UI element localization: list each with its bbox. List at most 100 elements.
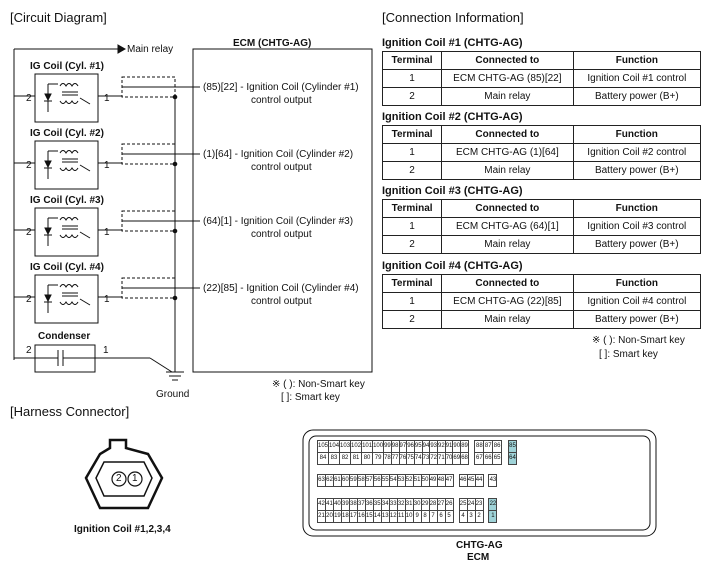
coil-pin-left: 2 [26,227,32,238]
ecm-pin: 22 [488,498,498,511]
ecm-pin: 15 [364,510,374,523]
ecm-pin: 2 [474,510,484,523]
table-cell: 2 [381,87,443,106]
ecm-pin: 101 [361,440,374,453]
ecm-pin: 37 [356,498,366,511]
ecm-pin: 19 [332,510,342,523]
table-cell: Ignition Coil #2 control [572,143,701,162]
column-header: Connected to [441,51,574,70]
coil-connector-pin-2: 2 [116,473,122,484]
ecm-pin: 46 [458,474,468,487]
ecm-connector-caption-2: ECM [467,552,490,563]
table-cell: Ignition Coil #3 control [572,217,701,236]
ecm-pin: 81 [350,452,363,465]
circuit-header: [Circuit Diagram] [10,10,107,25]
ecm-pin: 89 [460,440,469,453]
ecm-pin: 71 [437,452,446,465]
ecm-pin: 36 [364,498,374,511]
ecm-pin: 44 [474,474,484,487]
coil-pin-right: 1 [104,93,110,104]
ecm-pin: 43 [488,474,498,487]
ecm-pin: 29 [420,498,430,511]
column-header: Function [572,125,701,144]
ecm-pin: 31 [404,498,414,511]
ground-label: Ground [156,389,190,400]
column-header: Function [572,51,701,70]
ecm-pin: 78 [383,452,392,465]
ecm-pin: 88 [474,440,485,453]
ecm-pin-label: (1)[64] - Ignition Coil (Cylinder #2) [203,149,354,160]
ignition-coil-4 [14,274,200,324]
ecm-pin: 87 [483,440,494,453]
column-header: Connected to [441,274,574,293]
ecm-pin: 26 [444,498,454,511]
ecm-pin: 18 [340,510,350,523]
ecm-pin: 16 [356,510,366,523]
ecm-pin: 105 [316,440,330,453]
ecm-pin: 97 [398,440,408,453]
ecm-pin: 53 [396,474,406,487]
table-cell: 2 [381,161,443,180]
ecm-pin: 75 [406,452,415,465]
ecm-pin: 14 [372,510,382,523]
circuit-legend-nonsmart: ※ ( ): Non-Smart key [272,379,365,390]
column-header: Terminal [381,199,443,218]
ecm-pin: 76 [398,452,408,465]
ecm-pin: 90 [452,440,462,453]
ecm-pin: 55 [380,474,390,487]
ecm-pin: 28 [428,498,438,511]
ignition-coil-2 [14,140,200,190]
ecm-title: ECM (CHTG-AG) [233,38,312,49]
ecm-pin: 67 [474,452,485,465]
ignition-coil-1 [14,73,200,123]
ecm-pin: 40 [332,498,342,511]
ecm-pin: 93 [429,440,438,453]
ecm-pin: 30 [412,498,422,511]
connection-table-title: Ignition Coil #4 (CHTG-AG) [382,260,523,272]
condenser-pin-right: 1 [103,345,109,356]
table-cell: 1 [381,69,443,88]
ecm-pin: 49 [428,474,438,487]
ecm-pin: 6 [436,510,446,523]
table-cell: Main relay [441,161,574,180]
ecm-pin: 7 [428,510,438,523]
column-header: Connected to [441,199,574,218]
ecm-pin: 70 [444,452,454,465]
ecm-pin: 69 [452,452,462,465]
ecm-pin: 64 [507,452,518,465]
table-cell: 2 [381,310,443,329]
ecm-pin: 4 [458,510,468,523]
ignition-coil-3 [14,207,200,257]
ecm-pin: 21 [317,510,326,523]
ecm-pin: 58 [356,474,366,487]
ecm-connector-caption-1: CHTG-AG [456,540,503,551]
ecm-pin: 11 [396,510,406,523]
ecm-pin: 41 [324,498,334,511]
ecm-pin: 102 [350,440,363,453]
ecm-pin: 80 [361,452,374,465]
ecm-pin-sublabel: control output [251,296,312,307]
ecm-pin: 94 [421,440,431,453]
coil-title: IG Coil (Cyl. #4) [30,262,104,273]
ecm-pin: 73 [421,452,431,465]
ecm-pin: 74 [413,452,423,465]
coil-pin-right: 1 [104,294,110,305]
coil-pin-right: 1 [104,160,110,171]
ecm-pin: 104 [328,440,341,453]
coil-title: IG Coil (Cyl. #1) [30,61,104,72]
ecm-pin: 48 [436,474,446,487]
ecm-pin: 35 [372,498,382,511]
table-cell: Main relay [441,310,574,329]
ecm-pin: 3 [466,510,476,523]
ecm-pin: 92 [437,440,446,453]
ecm-pin: 34 [380,498,390,511]
main-relay-label: Main relay [127,44,174,55]
column-header: Terminal [381,51,443,70]
